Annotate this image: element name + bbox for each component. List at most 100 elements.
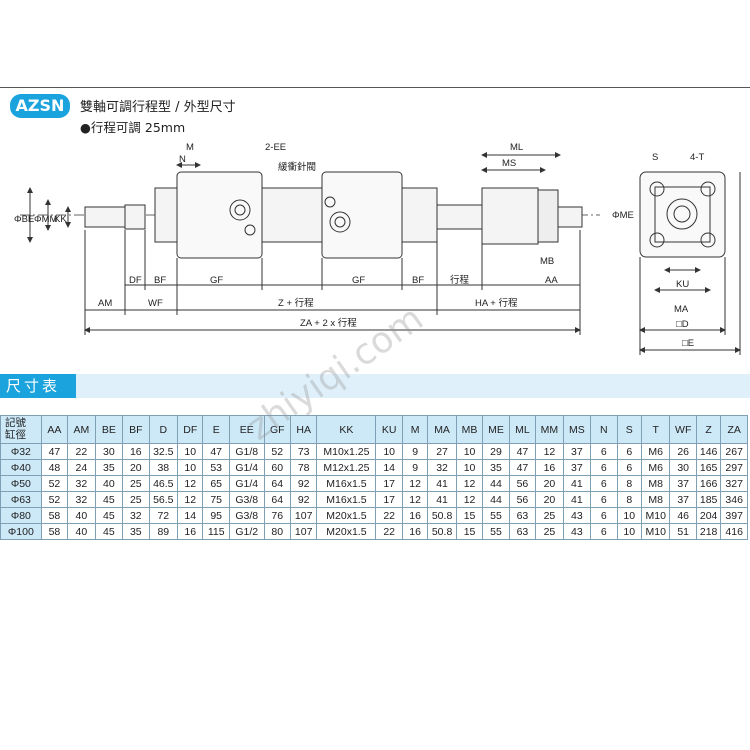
table-cell: M16x1.5 bbox=[316, 475, 377, 492]
table-cell: 12 bbox=[535, 443, 564, 460]
table-cell: G1/2 bbox=[228, 523, 265, 540]
table-cell: 37 bbox=[562, 459, 592, 476]
table-cell: 204 bbox=[695, 507, 722, 524]
table-cell: 29 bbox=[482, 443, 510, 460]
label-d: □D bbox=[676, 319, 689, 330]
table-cell: M16x1.5 bbox=[316, 491, 377, 508]
column-header: DF bbox=[177, 415, 204, 444]
label-me: ΦME bbox=[612, 210, 634, 221]
table-cell: 10 bbox=[375, 443, 403, 460]
model-badge: AZSN bbox=[10, 94, 70, 118]
column-header: M bbox=[401, 415, 429, 444]
table-cell: 107 bbox=[289, 507, 318, 524]
column-header: KU bbox=[375, 415, 403, 444]
label-be: ΦBE bbox=[14, 214, 34, 225]
column-header: BE bbox=[94, 415, 124, 444]
table-cell: 95 bbox=[202, 507, 230, 524]
table-cell: 75 bbox=[202, 491, 230, 508]
label-4t: 4-T bbox=[690, 152, 704, 163]
table-cell: 16 bbox=[177, 523, 204, 540]
table-cell: 15 bbox=[455, 523, 484, 540]
table-cell: 12 bbox=[177, 475, 204, 492]
table-cell: 32 bbox=[122, 507, 150, 524]
table-cell: 37 bbox=[669, 475, 697, 492]
table-cell: 6 bbox=[590, 459, 618, 476]
table-cell: 47 bbox=[508, 443, 537, 460]
label-s: S bbox=[652, 152, 658, 163]
table-cell: 16 bbox=[122, 443, 150, 460]
bore-cell: Φ40 bbox=[0, 459, 42, 476]
table-cell: M10x1.25 bbox=[316, 443, 377, 460]
label-kk: KK bbox=[54, 214, 67, 225]
label-bf-right: BF bbox=[412, 275, 424, 286]
table-cell: 52 bbox=[40, 491, 69, 508]
table-cell: 6 bbox=[590, 475, 618, 492]
table-cell: 58 bbox=[40, 507, 69, 524]
column-header: MM bbox=[535, 415, 564, 444]
column-header: Z bbox=[695, 415, 722, 444]
bore-cell: Φ100 bbox=[0, 523, 42, 540]
table-cell: 41 bbox=[562, 491, 592, 508]
table-cell: 78 bbox=[289, 459, 318, 476]
table-cell: 73 bbox=[289, 443, 318, 460]
table-cell: 44 bbox=[482, 475, 510, 492]
table-cell: 32 bbox=[67, 475, 96, 492]
table-cell: 35 bbox=[122, 523, 150, 540]
bore-cell: Φ63 bbox=[0, 491, 42, 508]
table-cell: 6 bbox=[590, 523, 618, 540]
table-cell: M6 bbox=[640, 443, 671, 460]
table-cell: 80 bbox=[263, 523, 291, 540]
column-header: EE bbox=[228, 415, 265, 444]
column-header: S bbox=[616, 415, 642, 444]
table-cell: 10 bbox=[455, 443, 484, 460]
table-cell: M20x1.5 bbox=[316, 507, 377, 524]
label-ha-stroke: HA + 行程 bbox=[475, 297, 518, 309]
table-cell: 12 bbox=[177, 491, 204, 508]
table-cell: 32 bbox=[67, 491, 96, 508]
table-cell: 40 bbox=[67, 507, 96, 524]
table-cell: 56 bbox=[508, 475, 537, 492]
table-cell: 50.8 bbox=[427, 523, 457, 540]
table-cell: 6 bbox=[616, 443, 642, 460]
table-cell: 47 bbox=[40, 443, 69, 460]
table-cell: G3/8 bbox=[228, 491, 265, 508]
column-header: N bbox=[590, 415, 618, 444]
label-cushion: 緩衝針閥 bbox=[278, 161, 316, 173]
table-cell: 22 bbox=[375, 523, 403, 540]
label-n: N bbox=[179, 154, 186, 165]
label-am: AM bbox=[98, 298, 112, 309]
column-header: ML bbox=[508, 415, 537, 444]
table-cell: 65 bbox=[202, 475, 230, 492]
column-header: ME bbox=[482, 415, 510, 444]
table-cell: 56.5 bbox=[148, 491, 179, 508]
table-cell: 72 bbox=[148, 507, 179, 524]
table-cell: 267 bbox=[720, 443, 748, 460]
table-cell: 32.5 bbox=[148, 443, 179, 460]
column-header: MA bbox=[427, 415, 457, 444]
table-cell: 166 bbox=[695, 475, 722, 492]
table-cell: 115 bbox=[202, 523, 230, 540]
table-cell: 327 bbox=[720, 475, 748, 492]
label-za: ZA + 2 x 行程 bbox=[300, 317, 357, 329]
table-cell: 107 bbox=[289, 523, 318, 540]
top-rule bbox=[0, 87, 750, 88]
bore-cell: Φ80 bbox=[0, 507, 42, 524]
table-cell: 24 bbox=[67, 459, 96, 476]
column-header: BF bbox=[122, 415, 150, 444]
label-df: DF bbox=[129, 275, 142, 286]
table-cell: 30 bbox=[669, 459, 697, 476]
table-cell: 10 bbox=[616, 523, 642, 540]
table-cell: 6 bbox=[590, 491, 618, 508]
table-cell: 32 bbox=[427, 459, 457, 476]
table-cell: M10 bbox=[640, 523, 671, 540]
table-cell: 40 bbox=[67, 523, 96, 540]
table-cell: 25 bbox=[122, 475, 150, 492]
label-ma: MA bbox=[674, 304, 689, 315]
table-cell: 16 bbox=[401, 523, 429, 540]
table-cell: 53 bbox=[202, 459, 230, 476]
